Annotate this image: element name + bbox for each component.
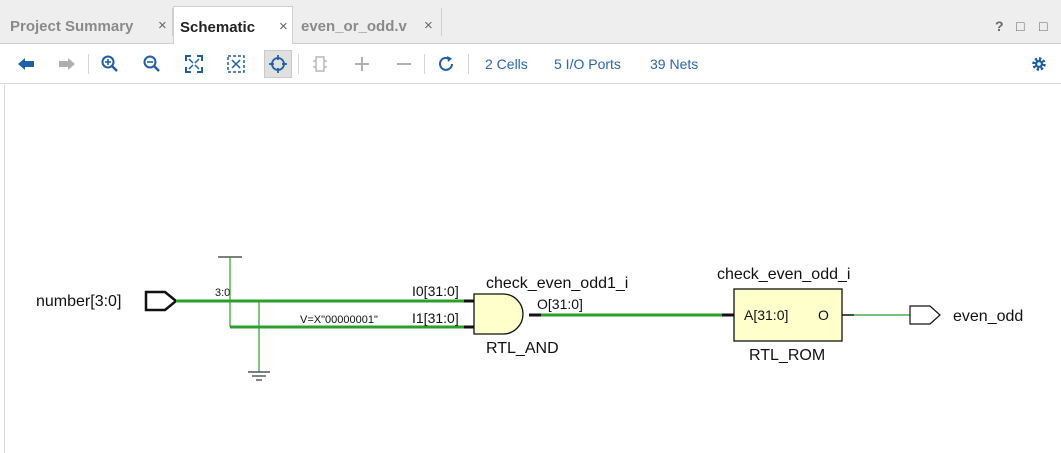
restore-icon[interactable]: □ — [1016, 18, 1025, 34]
and-gate-cell[interactable] — [464, 293, 541, 335]
tab-even-or-odd-v-label: even_or_odd.v — [301, 18, 407, 35]
back-arrow-icon[interactable] — [12, 50, 40, 78]
refresh-icon[interactable] — [432, 50, 460, 78]
maximize-icon[interactable]: □ — [1039, 18, 1048, 34]
tab-divider — [441, 8, 442, 36]
rom-cell-type: RTL_ROM — [749, 347, 825, 364]
toolbar-separator — [298, 54, 299, 74]
cells-link[interactable]: 2 Cells — [485, 56, 528, 72]
constant-label: V=X"00000001" — [300, 314, 378, 326]
input-port-number[interactable] — [144, 290, 178, 312]
fit-view-icon[interactable] — [180, 50, 208, 78]
rom-cell[interactable] — [722, 288, 854, 342]
expand-icon[interactable] — [348, 50, 376, 78]
and-pin-o-label: O[31:0] — [537, 296, 583, 312]
ground-icon — [248, 371, 270, 381]
collapse-icon[interactable] — [390, 50, 418, 78]
zoom-out-icon[interactable] — [138, 50, 166, 78]
zoom-in-icon[interactable] — [96, 50, 124, 78]
regenerate-icon[interactable] — [306, 50, 334, 78]
and-cell-type: RTL_AND — [486, 340, 559, 357]
bus-slice-label: 3:0 — [215, 287, 230, 299]
select-mode-icon[interactable] — [264, 50, 292, 78]
tab-project-summary-label: Project Summary — [10, 18, 134, 35]
gear-icon[interactable] — [1025, 50, 1053, 78]
tab-schematic[interactable]: Schematic × — [173, 6, 293, 44]
and-pin-i0-label: I0[31:0] — [412, 283, 459, 299]
zoom-fit-selection-icon[interactable] — [222, 50, 250, 78]
output-port-even-odd[interactable] — [909, 305, 941, 325]
tab-schematic-label: Schematic — [180, 19, 256, 36]
schematic-canvas[interactable] — [4, 85, 1061, 453]
and-instance-name: check_even_odd1_i — [486, 275, 628, 292]
and-pin-i1-label: I1[31:0] — [412, 310, 459, 326]
toolbar-separator — [88, 54, 89, 74]
editor-tab-bar: Project Summary × Schematic × even_or_od… — [0, 0, 1061, 44]
tab-project-summary[interactable]: Project Summary × — [2, 6, 172, 44]
rom-pin-a-label: A[31:0] — [744, 307, 788, 323]
help-icon[interactable]: ? — [995, 18, 1004, 34]
tab-even-or-odd-v-close-icon[interactable]: × — [424, 17, 433, 34]
nets-link[interactable]: 39 Nets — [650, 56, 699, 72]
tab-even-or-odd-v[interactable]: even_or_odd.v × — [293, 6, 441, 44]
input-port-label: number[3:0] — [36, 293, 121, 310]
rom-pin-o-label: O — [818, 307, 829, 323]
toolbar-separator — [468, 54, 469, 74]
io-ports-link[interactable]: 5 I/O Ports — [554, 56, 621, 72]
tab-divider — [172, 8, 173, 36]
rom-instance-name: check_even_odd_i — [717, 266, 850, 283]
tab-schematic-close-icon[interactable]: × — [279, 18, 288, 35]
output-port-label: even_odd — [953, 308, 1023, 325]
forward-arrow-icon[interactable] — [53, 50, 81, 78]
toolbar-separator — [424, 54, 425, 74]
schematic-toolbar — [0, 44, 1061, 84]
tab-project-summary-close-icon[interactable]: × — [158, 17, 167, 34]
